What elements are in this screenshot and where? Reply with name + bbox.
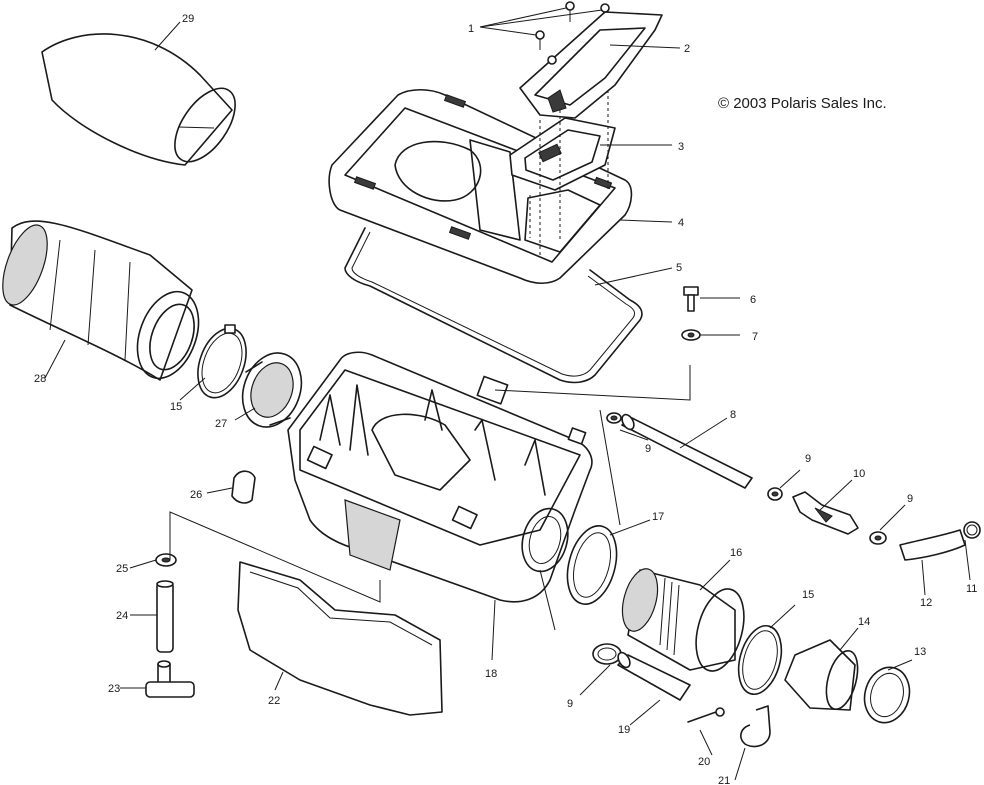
callout-18: 18 [485,668,497,680]
part-4-airbox-lid [328,88,633,285]
part-16-intake-boot [621,568,745,672]
callout-12: 12 [920,597,932,609]
part-15-clamp-left [197,324,247,399]
callout-26: 26 [190,489,202,501]
callout-16: 16 [730,547,742,559]
callout-15-b: 15 [802,589,814,601]
callout-15-a: 15 [170,401,182,413]
part-2-cover [519,11,663,119]
part-15-clamp-right [737,624,783,696]
callout-9-d: 9 [567,698,573,710]
part-19-hose [617,651,691,701]
part-28-air-filter [2,220,200,381]
callout-6: 6 [750,294,756,306]
part-6-bolt [683,286,699,312]
callout-19: 19 [618,724,630,736]
callout-9-a: 9 [645,443,651,455]
callout-24: 24 [116,610,128,622]
part-10-check-valve [792,491,859,535]
callout-8: 8 [730,409,736,421]
part-3-plate [509,117,616,191]
part-9-clamp-d [592,643,622,665]
part-13-clamp [863,666,911,724]
part-21-p-clamp [740,705,771,748]
callout-1: 1 [468,23,474,35]
part-17-oring [566,525,618,605]
part-18-airbox-base [287,351,593,603]
part-9-clamp-a [606,412,622,424]
callout-25: 25 [116,563,128,575]
callout-5: 5 [676,262,682,274]
callout-3: 3 [678,141,684,153]
callout-13: 13 [914,646,926,658]
callout-23: 23 [108,683,120,695]
part-23-tee-fitting [145,660,195,698]
part-9-clamp-b [767,487,783,501]
callout-14: 14 [858,616,870,628]
callout-labels: 1 2 3 4 5 6 7 8 9 9 10 9 11 12 13 14 15 … [34,13,977,785]
callout-7: 7 [752,331,758,343]
callout-9-b: 9 [805,453,811,465]
part-1-screws [535,1,610,65]
callout-9-c: 9 [907,493,913,505]
part-27-coupler [241,352,303,428]
part-5-seal [344,227,643,384]
callout-29: 29 [182,13,194,25]
part-25-clamp [155,553,177,567]
part-20-pin [687,707,725,723]
callout-11: 11 [966,583,977,595]
part-22-panel [237,561,443,716]
part-24-hose [156,580,174,653]
part-11-clamp [963,521,981,539]
copyright-notice: © 2003 Polaris Sales Inc. [718,95,887,112]
part-9-clamp-c [869,531,887,545]
part-12-hose [899,529,966,561]
callout-27: 27 [215,418,227,430]
leader-lines [44,7,971,781]
callout-17: 17 [652,511,664,523]
callout-10: 10 [853,468,865,480]
part-26-clip [231,470,256,504]
callout-2: 2 [684,43,690,55]
callout-4: 4 [678,217,684,229]
part-14-boot [784,639,859,711]
callout-28: 28 [34,373,46,385]
callout-21: 21 [718,775,730,785]
callout-22: 22 [268,695,280,707]
part-8-tube [621,413,753,489]
part-29-prefilter [41,33,236,166]
part-7-washer [681,329,701,341]
callout-20: 20 [698,756,710,768]
